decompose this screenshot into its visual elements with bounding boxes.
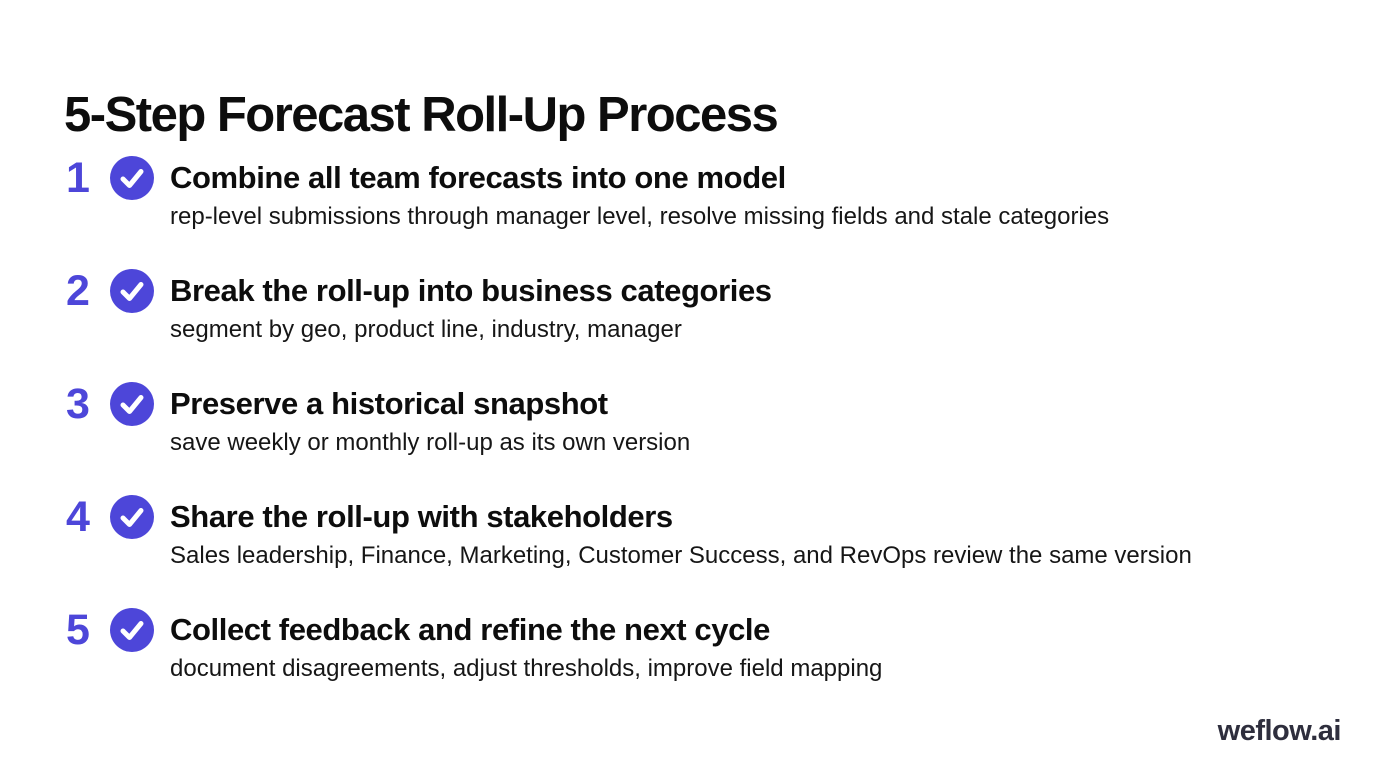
step-description: Sales leadership, Finance, Marketing, Cu… — [170, 542, 1192, 569]
step-title: Break the roll-up into business categori… — [170, 273, 772, 308]
page-title: 5-Step Forecast Roll-Up Process — [64, 87, 779, 142]
step-body: Share the roll-up with stakeholders Sale… — [170, 495, 1192, 572]
step-body: Combine all team forecasts into one mode… — [170, 156, 1109, 233]
step-description: rep-level submissions through manager le… — [170, 203, 1110, 230]
check-circle-icon — [110, 156, 154, 200]
step-body: Preserve a historical snapshot save week… — [170, 382, 690, 459]
step-description: document disagreements, adjust threshold… — [170, 655, 883, 682]
step-number: 2 — [66, 267, 90, 315]
steps-list: 1 Combine all team forecasts into one mo… — [66, 156, 1192, 685]
step-title: Share the roll-up with stakeholders — [170, 499, 673, 534]
step-row-1: 1 Combine all team forecasts into one mo… — [66, 156, 1192, 233]
step-body: Collect feedback and refine the next cyc… — [170, 608, 882, 685]
check-circle-icon — [110, 269, 154, 313]
step-row-2: 2 Break the roll-up into business catego… — [66, 269, 1192, 346]
step-row-4: 4 Share the roll-up with stakeholders Sa… — [66, 495, 1192, 572]
step-number: 1 — [66, 154, 90, 202]
step-number: 5 — [66, 606, 90, 654]
step-title: Collect feedback and refine the next cyc… — [170, 612, 770, 647]
check-circle-icon — [110, 495, 154, 539]
step-title: Preserve a historical snapshot — [170, 386, 608, 421]
step-number: 3 — [66, 380, 90, 428]
check-circle-icon — [110, 608, 154, 652]
step-number: 4 — [66, 493, 90, 541]
step-row-3: 3 Preserve a historical snapshot save we… — [66, 382, 1192, 459]
step-description: save weekly or monthly roll-up as its ow… — [170, 429, 691, 456]
step-title: Combine all team forecasts into one mode… — [170, 160, 786, 195]
step-body: Break the roll-up into business categori… — [170, 269, 772, 346]
step-description: segment by geo, product line, industry, … — [170, 316, 682, 343]
brand-logo: weflow.ai — [1217, 715, 1342, 747]
check-circle-icon — [110, 382, 154, 426]
step-row-5: 5 Collect feedback and refine the next c… — [66, 608, 1192, 685]
